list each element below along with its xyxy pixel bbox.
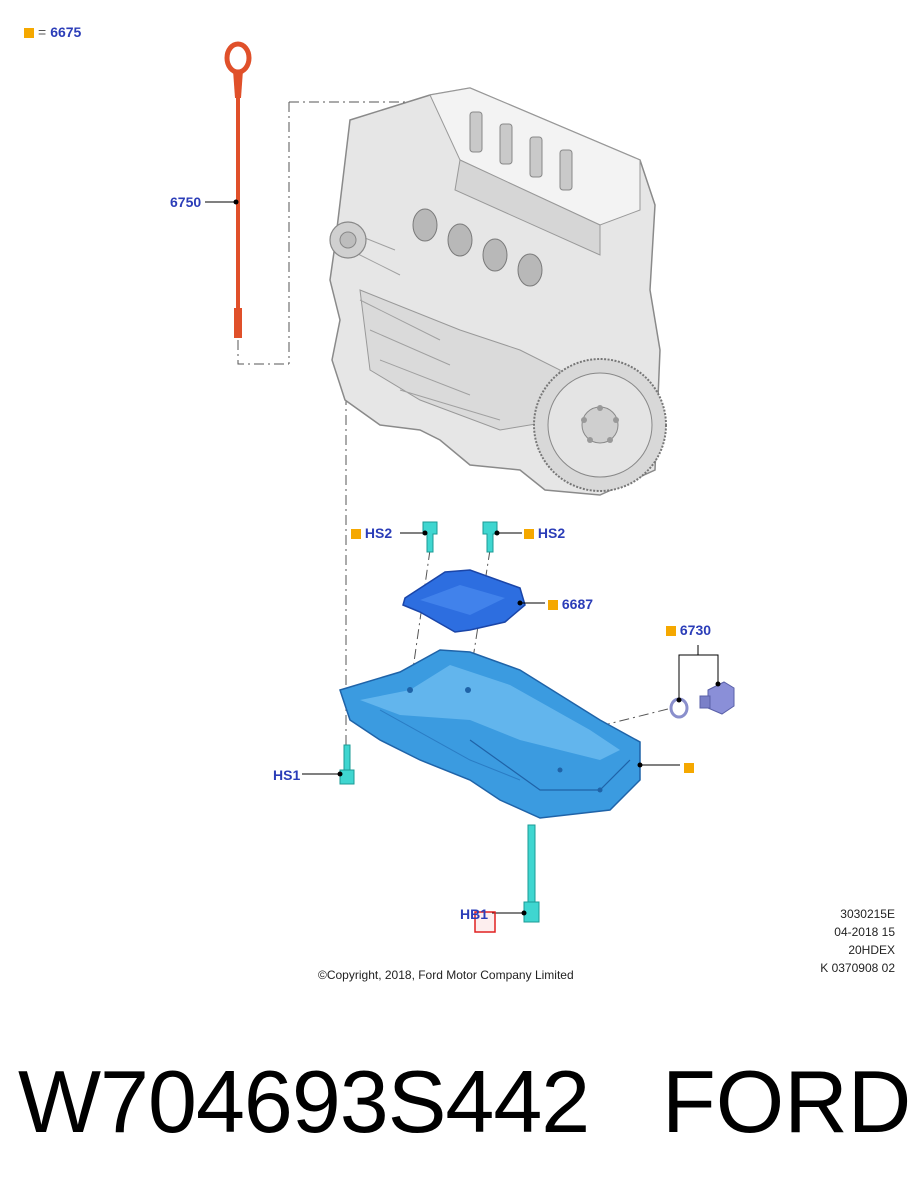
callout-baffle: 6687 xyxy=(548,596,593,612)
meta-line-2: 04-2018 15 xyxy=(834,925,895,939)
exploded-parts-diagram xyxy=(205,41,735,933)
callout-bolt-left-label: HS2 xyxy=(364,525,393,541)
callout-pan-bolt-long: HB1 xyxy=(460,906,489,922)
legend-value: 6675 xyxy=(50,24,82,40)
callout-square-icon xyxy=(524,529,534,540)
callout-square-icon xyxy=(548,600,558,611)
meta-line-4: K 0370908 02 xyxy=(820,961,895,975)
callout-bolt-left: HS2 xyxy=(351,525,392,541)
callout-drain-plug-label: 6730 xyxy=(679,622,712,638)
bolt-hs1 xyxy=(339,744,355,785)
engine-block xyxy=(329,87,667,496)
bolt-hs2-right xyxy=(482,521,498,553)
bolt-hb1 xyxy=(523,824,540,923)
dipstick xyxy=(224,41,252,338)
meta-line-1: 3030215E xyxy=(840,907,895,921)
callout-square-icon xyxy=(351,529,361,540)
copyright: ©Copyright, 2018, Ford Motor Company Lim… xyxy=(318,968,574,982)
drawing-meta: 3030215E 04-2018 15 20HDEX K 0370908 02 xyxy=(820,905,895,977)
legend: =6675 xyxy=(24,24,81,40)
bolt-hs2-left xyxy=(422,521,438,553)
callout-dipstick: 6750 xyxy=(170,194,202,210)
brand-name: FORD xyxy=(662,1052,912,1151)
oil-pan xyxy=(339,649,641,819)
oil-baffle xyxy=(402,569,526,633)
highlight-box xyxy=(474,911,496,933)
callout-square-icon xyxy=(684,763,694,774)
callout-pan-bolt: HS1 xyxy=(273,767,301,783)
part-number: W704693S442 xyxy=(18,1052,590,1151)
callout-pan xyxy=(684,759,694,775)
callout-drain-plug: 6730 xyxy=(666,622,711,638)
meta-line-3: 20HDEX xyxy=(848,943,895,957)
legend-square-icon xyxy=(24,28,34,39)
callout-bolt-right: HS2 xyxy=(524,525,565,541)
leader-lines xyxy=(205,201,719,914)
callout-square-icon xyxy=(666,626,676,637)
callout-baffle-label: 6687 xyxy=(561,596,594,612)
callout-bolt-right-label: HS2 xyxy=(537,525,566,541)
